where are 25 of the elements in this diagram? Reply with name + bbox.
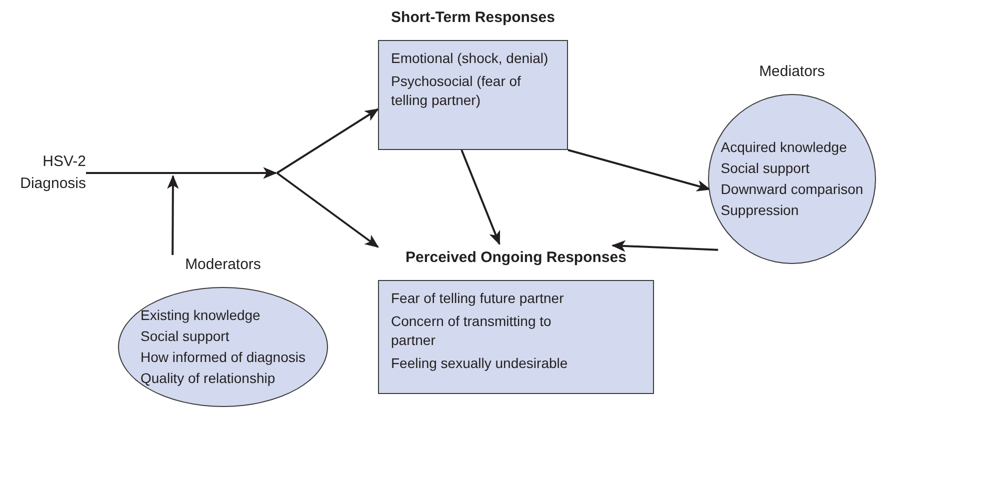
group-heading: Mediators [759, 62, 825, 82]
list-item: Downward comparison [720, 180, 864, 199]
list-item: Acquired knowledge [720, 138, 848, 157]
list-item: Emotional (shock, denial) [391, 49, 550, 68]
box-heading: Short-Term Responses [391, 8, 555, 28]
list-item: Suppression [720, 201, 800, 220]
group-heading: Moderators [185, 255, 261, 275]
box-heading: Perceived Ongoing Responses [406, 248, 626, 268]
list-item: Psychosocial (fear of telling partner) [391, 72, 522, 110]
list-item: How informed of diagnosis [140, 348, 306, 367]
node-label: HSV-2 Diagnosis [20, 152, 86, 194]
arrow [568, 149, 711, 192]
arrow [460, 150, 500, 246]
list-item: Social support [140, 327, 230, 346]
list-item: Feeling sexually undesirable [391, 354, 569, 373]
list-item: Concern of transmitting to partner [391, 312, 552, 350]
arrow [167, 174, 179, 255]
arrow [86, 167, 278, 179]
arrow [276, 108, 379, 174]
list-item: Existing knowledge [140, 306, 262, 325]
list-item: Fear of telling future partner [391, 289, 565, 308]
list-item: Social support [720, 159, 811, 178]
list-item: Quality of relationship [140, 369, 276, 388]
arrow [276, 172, 379, 248]
arrow [611, 240, 718, 252]
